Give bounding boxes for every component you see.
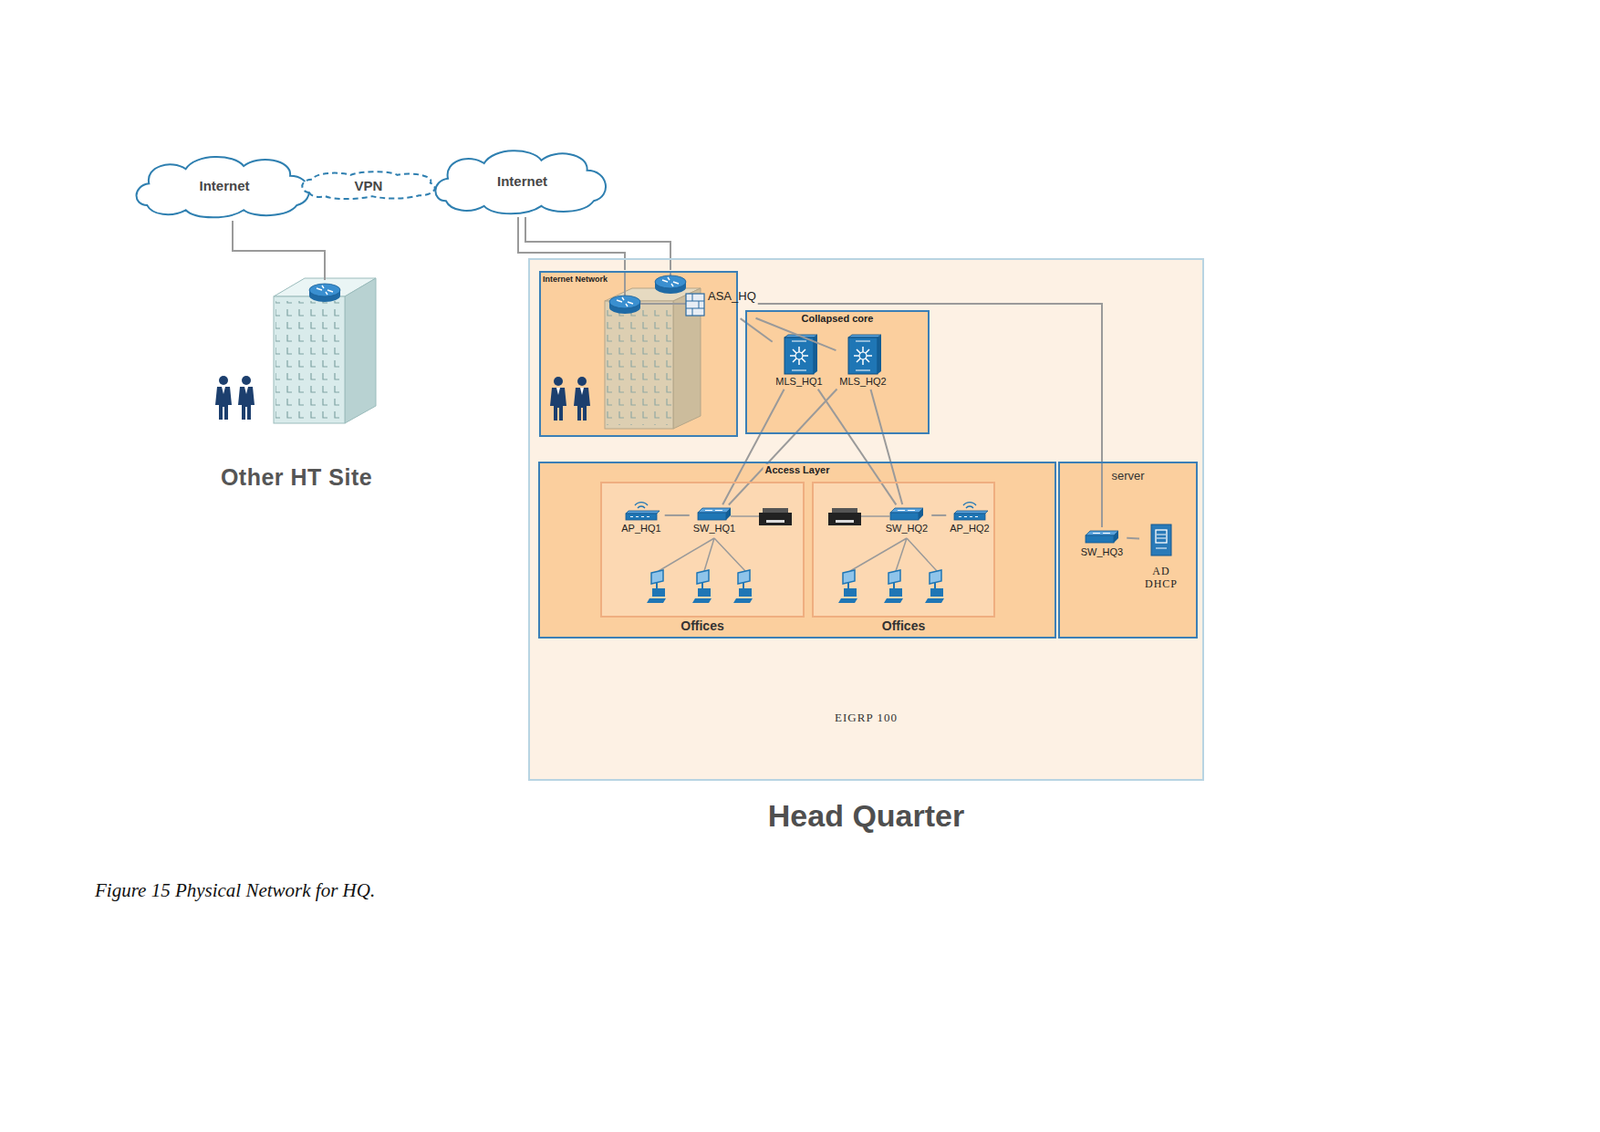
node-label: MLS_HQ2 [837, 375, 888, 388]
box-ground [538, 461, 1057, 639]
zone-box: SW_HQ3 AD DHCP server [1058, 461, 1198, 639]
person [215, 375, 232, 420]
link-line [871, 389, 904, 505]
link-line [525, 217, 671, 271]
access-point: AP_HQ2 [947, 506, 991, 535]
link-line [758, 303, 1102, 528]
node-label: server [1109, 468, 1146, 483]
multilayer-switch: MLS_HQ2 [837, 334, 888, 388]
node-label: Internet [198, 177, 250, 194]
panel-ground [528, 258, 1205, 781]
node-label: Internet [497, 173, 548, 189]
router-symbol [309, 283, 341, 302]
site: Other HT Site [209, 280, 384, 491]
router-symbol [609, 295, 641, 314]
office-box: SW_HQ2AP_HQ2Offices [811, 481, 996, 618]
pc-symbol [646, 570, 666, 603]
node-label: Offices [882, 618, 925, 634]
switch: SW_HQ1 [691, 506, 738, 535]
node-label: Head Quarter [528, 798, 1205, 834]
access-point: AP_HQ1 [619, 506, 663, 535]
router-symbol [654, 275, 686, 294]
vpn-cloud: VPN [296, 169, 441, 201]
node-label: Collapsed core [800, 312, 876, 324]
cloud-shape [301, 171, 435, 199]
person [573, 376, 591, 421]
cloud-shape [136, 156, 310, 218]
zone-box: MLS_HQ1 MLS_HQ2 Collapsed core [745, 310, 930, 435]
access-point-symbol [625, 502, 660, 520]
node-label: VPN [354, 177, 384, 194]
pc-symbol [924, 570, 945, 603]
node-label: AP_HQ2 [947, 522, 991, 535]
firewall-symbol [685, 293, 705, 316]
link-line [722, 389, 784, 505]
node-label: AP_HQ1 [619, 522, 663, 535]
node-note: EIGRP 100 [528, 710, 1205, 726]
box-ground [745, 310, 930, 435]
node-label: SW_HQ3 [1079, 546, 1125, 559]
node-label: Internet Network [541, 274, 609, 284]
switch-symbol [890, 508, 924, 520]
switch: SW_HQ2 [883, 506, 930, 535]
server-symbol [1151, 524, 1172, 556]
pc-symbol [733, 570, 753, 603]
cloud-shape [435, 150, 606, 214]
cloud: Internet [426, 145, 618, 217]
switch-symbol [1085, 530, 1119, 543]
firewall: ASA_HQ [684, 290, 757, 318]
node-label: SW_HQ1 [691, 522, 738, 535]
node-label: MLS_HQ1 [773, 375, 824, 388]
cloud: Internet [127, 151, 322, 220]
node-label: Offices [680, 618, 724, 634]
switch-symbol [697, 508, 731, 520]
figure-caption: Figure 15 Physical Network for HQ. [94, 879, 375, 903]
access-point-symbol [954, 502, 988, 520]
office-box: AP_HQ1SW_HQ1Offices [600, 481, 805, 618]
multilayer-switch: MLS_HQ1 [773, 334, 824, 388]
building [273, 278, 376, 424]
node-label: AD DHCP [1141, 564, 1182, 591]
pc-symbol [838, 570, 858, 603]
link-line [818, 389, 897, 506]
node-label: Other HT Site [220, 464, 373, 491]
switch: SW_HQ3 [1079, 529, 1125, 559]
pc-symbol [883, 570, 904, 603]
multilayer-switch-symbol [848, 334, 882, 375]
box-ground [600, 481, 805, 618]
person [550, 376, 567, 421]
printer-symbol [758, 508, 792, 526]
zone-box: AP_HQ1 SW_HQ1Offices SW_HQ2 AP_HQ2Offices Ac… [538, 461, 1057, 639]
link-line [518, 217, 625, 271]
link-line [1126, 537, 1140, 541]
hq-panel: ASA_HQInternet NetworkMLS_HQ1MLS_HQ2Coll… [528, 258, 1205, 781]
wire [658, 516, 937, 572]
person [238, 375, 255, 420]
pc-symbol [692, 570, 712, 603]
node-label: SW_HQ2 [883, 522, 930, 535]
link-line [232, 220, 325, 281]
printer-symbol [828, 508, 862, 526]
link-line [664, 514, 690, 517]
server: AD DHCP [1141, 522, 1182, 591]
link-line [728, 388, 838, 505]
box-ground [1058, 461, 1198, 639]
node-label: Access Layer [763, 464, 832, 476]
node-label: ASA_HQ [707, 290, 757, 303]
link-line [931, 514, 946, 517]
zone-box: ASA_HQInternet Network [539, 270, 738, 437]
